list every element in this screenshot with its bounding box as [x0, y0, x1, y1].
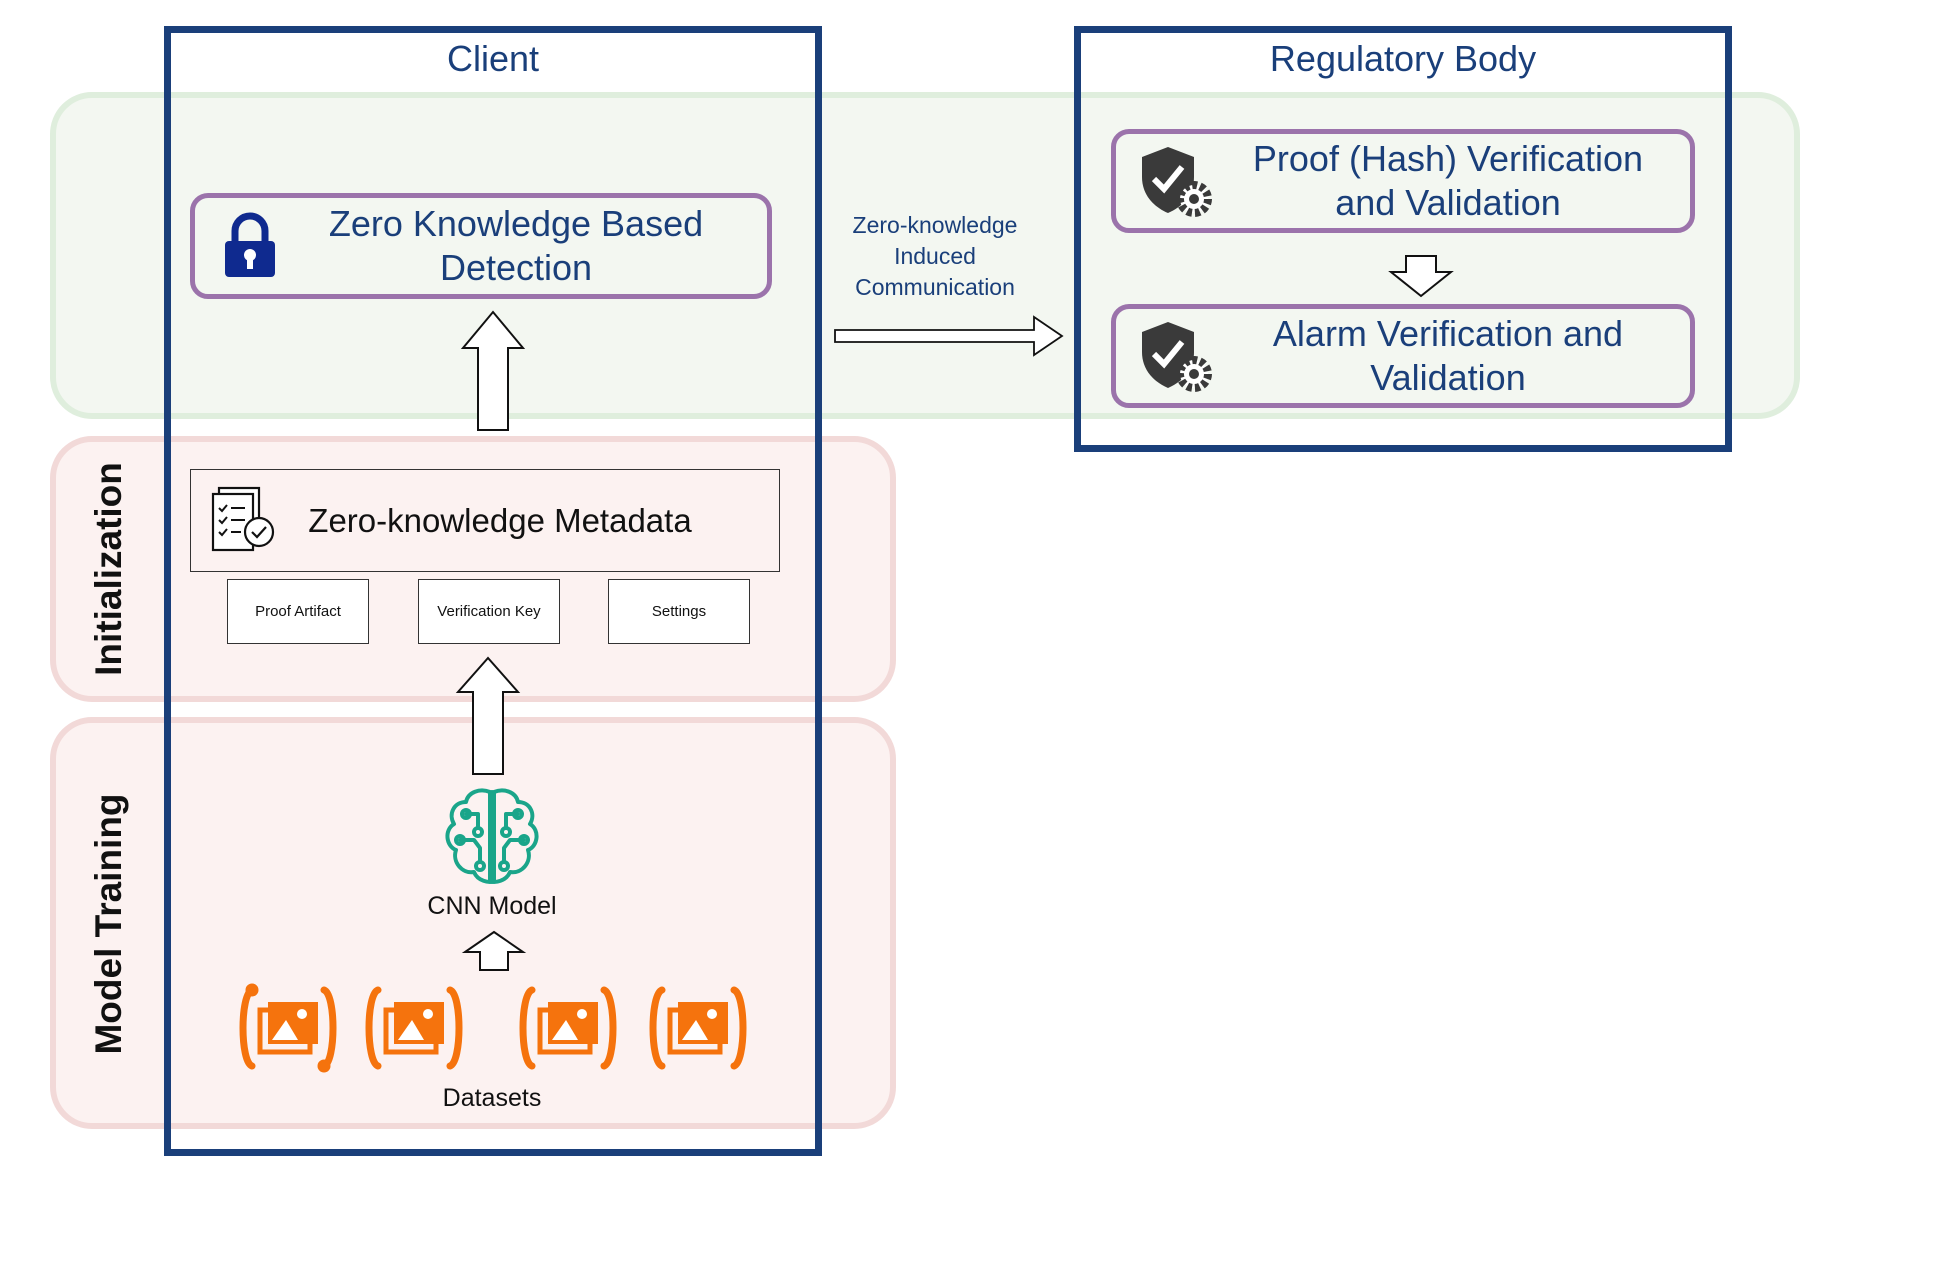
client-frame: [164, 26, 822, 1156]
verification-key-box: Verification Key: [418, 579, 560, 644]
image-dataset-icon: [364, 982, 464, 1074]
model-training-label: Model Training: [88, 793, 129, 1055]
model-training-band: [50, 717, 896, 1129]
cnn-model-label: CNN Model: [427, 892, 557, 920]
image-dataset-icon: [238, 982, 338, 1074]
datasets-label: Datasets: [442, 1084, 542, 1112]
image-dataset-icon: [518, 982, 618, 1074]
arrow-up-to-detection: [460, 310, 526, 431]
proof-artifact-box: Proof Artifact: [227, 579, 369, 644]
arrow-right-communication: [834, 315, 1064, 357]
zk-detection-label: Zero Knowledge Based Detection: [328, 203, 704, 288]
alarm-verification-box: Alarm Verification and Validation: [1111, 304, 1695, 408]
zk-detection-box: Zero Knowledge Based Detection: [190, 193, 772, 299]
client-title: Client: [446, 38, 540, 79]
alarm-verification-label: Alarm Verification and Validation: [1272, 313, 1624, 398]
initialization-label: Initialization: [88, 462, 129, 676]
communication-label: Zero-knowledge Induced Communication: [852, 212, 1018, 300]
settings-box: Settings: [608, 579, 750, 644]
shield-gear-icon: [1116, 143, 1236, 219]
proof-verification-label: Proof (Hash) Verification and Validation: [1252, 138, 1644, 223]
regulator-frame: [1074, 26, 1732, 452]
proof-verification-box: Proof (Hash) Verification and Validation: [1111, 129, 1695, 233]
shield-gear-icon: [1116, 318, 1236, 394]
regulator-title: Regulatory Body: [1269, 38, 1537, 79]
lock-icon: [195, 212, 305, 279]
image-dataset-icon: [648, 982, 748, 1074]
arrow-up-to-metadata: [455, 656, 521, 775]
zk-metadata-box: Zero-knowledge Metadata: [190, 469, 780, 572]
arrow-down-verification: [1388, 255, 1454, 298]
arrow-up-to-model: [461, 930, 527, 971]
brain-circuit-icon: [445, 788, 539, 884]
zk-metadata-label: Zero-knowledge Metadata: [308, 501, 692, 539]
checklist-document-icon: [207, 484, 279, 561]
